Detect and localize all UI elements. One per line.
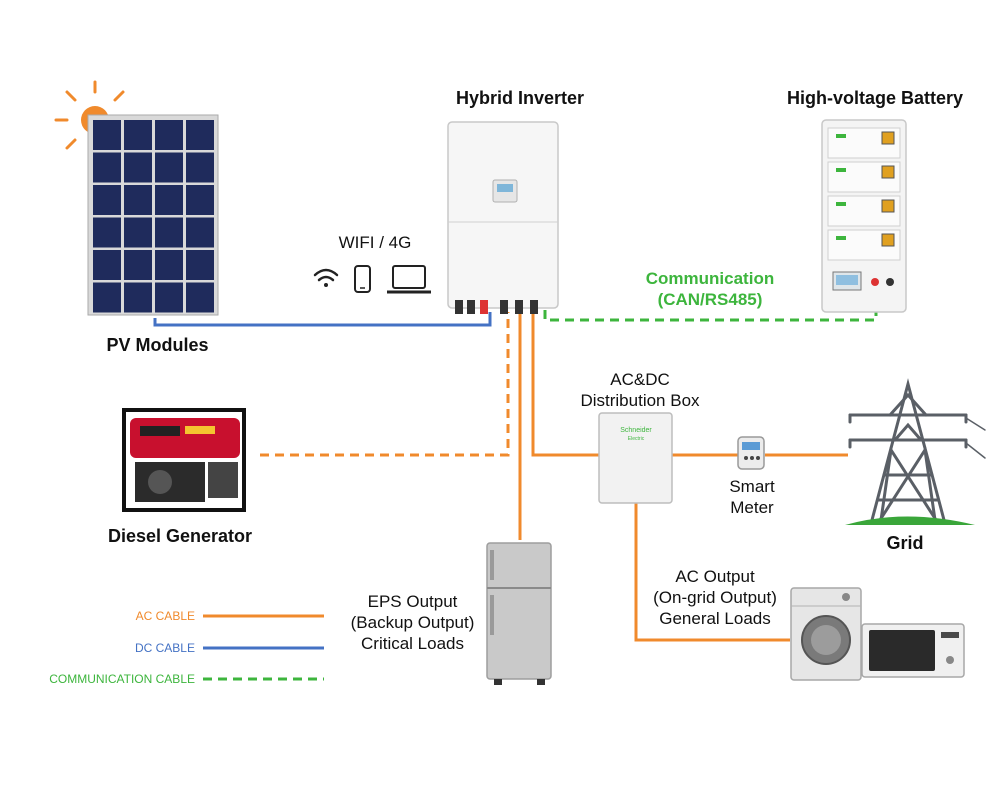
ac-cable-generator xyxy=(260,312,510,457)
transmission-tower-icon xyxy=(848,378,986,522)
pv-cell xyxy=(186,217,214,248)
pv-cell xyxy=(155,282,183,313)
label-ac-output-line1: AC Output xyxy=(675,567,755,586)
battery-terminal xyxy=(881,233,895,247)
pv-cell xyxy=(93,217,121,248)
label-eps-output: EPS Output (Backup Output) Critical Load… xyxy=(340,591,485,654)
battery-terminal xyxy=(881,165,895,179)
pv-cell xyxy=(93,185,121,215)
pv-cell xyxy=(155,152,183,183)
label-smart-meter-line2: Meter xyxy=(730,498,774,517)
laptop-icon xyxy=(387,265,431,294)
label-ac-output-line2: (On-grid Output) xyxy=(653,588,777,607)
pv-cell xyxy=(124,282,152,313)
label-wifi: WIFI / 4G xyxy=(338,233,412,252)
pv-cell xyxy=(186,152,214,183)
label-smart-meter: Smart Meter xyxy=(712,476,792,518)
ac-cable-distribution xyxy=(531,312,600,457)
pv-cell xyxy=(124,250,152,280)
label-eps-line2: (Backup Output) xyxy=(350,613,475,632)
pv-cell xyxy=(155,185,183,215)
wifi-icon xyxy=(313,268,339,287)
pv-cell xyxy=(155,250,183,280)
comm-cable-inverter-battery xyxy=(543,310,878,322)
distribution-box-icon: Schneider Electric xyxy=(598,412,673,504)
label-ac-output: AC Output (On-grid Output) General Loads xyxy=(640,566,790,629)
label-communication-line2: (CAN/RS485) xyxy=(657,290,763,309)
label-eps-line1: EPS Output xyxy=(367,592,458,611)
pv-cell xyxy=(93,152,121,183)
label-eps-line3: Critical Loads xyxy=(361,634,464,653)
legend-dc-label: DC CABLE xyxy=(134,641,195,655)
label-diesel-generator: Diesel Generator xyxy=(107,526,253,546)
pv-cell xyxy=(93,120,121,150)
phone-icon xyxy=(354,265,371,293)
pv-panel-icon xyxy=(87,114,219,316)
legend-ac-label: AC CABLE xyxy=(135,609,195,623)
pv-cell xyxy=(186,282,214,313)
pv-cell xyxy=(93,250,121,280)
battery-icon xyxy=(821,119,907,313)
label-distribution-box-line1: AC&DC xyxy=(610,370,670,389)
refrigerator-icon xyxy=(486,542,552,685)
pv-cell xyxy=(124,217,152,248)
battery-terminal xyxy=(881,199,895,213)
battery-terminal xyxy=(881,131,895,145)
ac-cable-general-loads xyxy=(634,503,790,642)
svg-text:Electric: Electric xyxy=(628,436,645,442)
pv-cell xyxy=(186,250,214,280)
svg-text:Schneider: Schneider xyxy=(620,427,652,434)
grass-icon xyxy=(845,516,975,525)
pv-cell xyxy=(155,120,183,150)
battery-led xyxy=(836,168,846,172)
battery-led xyxy=(836,134,846,138)
pv-cell xyxy=(93,282,121,313)
pv-cell xyxy=(124,120,152,150)
label-hybrid-inverter: Hybrid Inverter xyxy=(455,88,585,108)
label-pv-modules: PV Modules xyxy=(106,335,209,355)
hybrid-inverter-icon xyxy=(447,121,559,314)
battery-led xyxy=(836,202,846,206)
microwave-icon xyxy=(861,623,965,678)
battery-led xyxy=(836,236,846,240)
label-distribution-box: AC&DC Distribution Box xyxy=(560,369,720,411)
label-smart-meter-line1: Smart xyxy=(729,477,775,496)
label-ac-output-line3: General Loads xyxy=(659,609,771,628)
dc-cable-pv-inverter xyxy=(153,312,492,327)
washing-machine-icon xyxy=(790,587,862,681)
diesel-generator-icon xyxy=(122,408,246,512)
label-communication: Communication (CAN/RS485) xyxy=(620,268,800,310)
pv-cell xyxy=(124,152,152,183)
legend-comm-label: COMMUNICATION CABLE xyxy=(49,672,195,686)
pv-cell xyxy=(186,185,214,215)
label-distribution-box-line2: Distribution Box xyxy=(580,391,700,410)
pv-cell xyxy=(186,120,214,150)
label-communication-line1: Communication xyxy=(645,269,775,288)
label-grid: Grid xyxy=(886,533,924,553)
smart-meter-icon xyxy=(737,436,765,470)
label-battery: High-voltage Battery xyxy=(786,88,964,108)
pv-cell xyxy=(124,185,152,215)
pv-cell xyxy=(155,217,183,248)
